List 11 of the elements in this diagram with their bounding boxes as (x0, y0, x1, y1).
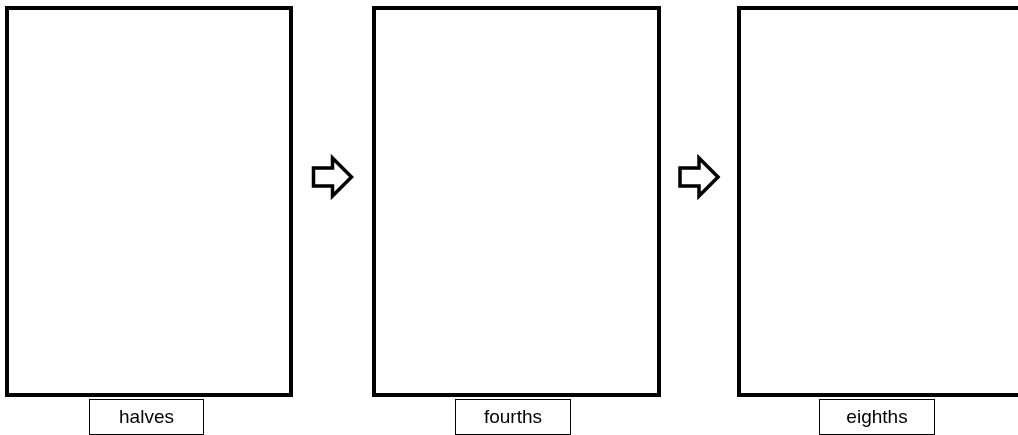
label-text: fourths (483, 406, 543, 428)
label-text: eighths (846, 406, 908, 428)
label-box (819, 399, 935, 435)
block-arrow (678, 153, 721, 201)
label-text: halves (119, 406, 174, 428)
block-arrow (311, 153, 354, 201)
empty-frame (372, 6, 661, 397)
empty-frame (737, 6, 1018, 397)
label-box (455, 399, 571, 435)
empty-frame (5, 6, 293, 397)
label-box (89, 399, 204, 435)
